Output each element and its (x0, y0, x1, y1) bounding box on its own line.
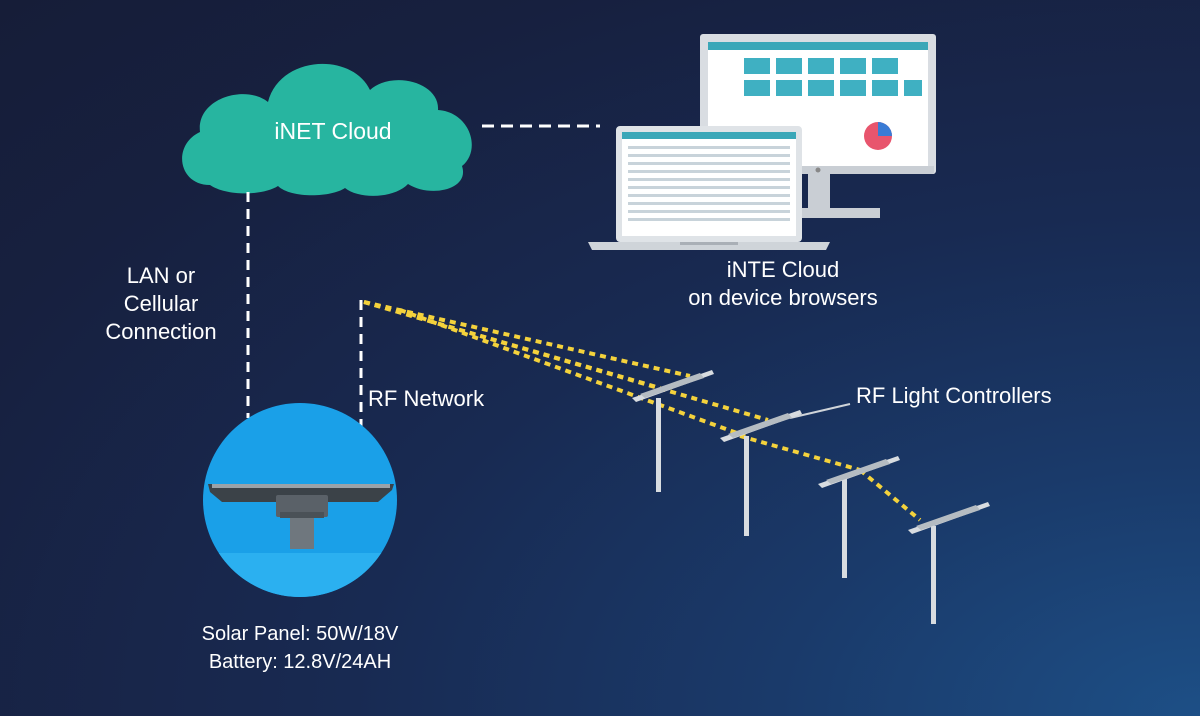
street-light-icon (632, 370, 990, 624)
specs-label: Solar Panel: 50W/18V Battery: 12.8V/24AH (150, 620, 450, 676)
connection-label-line-1: LAN or (126, 263, 196, 288)
laptop-icon (588, 126, 830, 250)
connection-label-line-2: Cellular (123, 291, 199, 316)
rf-network-label: RF Network (368, 386, 485, 411)
cloud-icon (182, 63, 472, 196)
cloud-label: iNET Cloud (274, 118, 392, 144)
controllers-pointer-line (789, 403, 851, 419)
rf-signal-lines (363, 300, 922, 522)
solar-gateway-icon (203, 403, 397, 597)
solar-panel-spec: Solar Panel: 50W/18V (201, 623, 399, 645)
rf-controllers-label: RF Light Controllers (856, 383, 1052, 408)
connection-label-line-3: Connection (105, 319, 217, 344)
browsers-label-line-2: on device browsers (688, 285, 878, 310)
browsers-label-line-1: iNTE Cloud (726, 257, 840, 282)
connection-label: LAN or Cellular Connection (96, 262, 226, 346)
browsers-label: iNTE Cloud on device browsers (668, 256, 898, 312)
battery-spec: Battery: 12.8V/24AH (208, 651, 392, 673)
